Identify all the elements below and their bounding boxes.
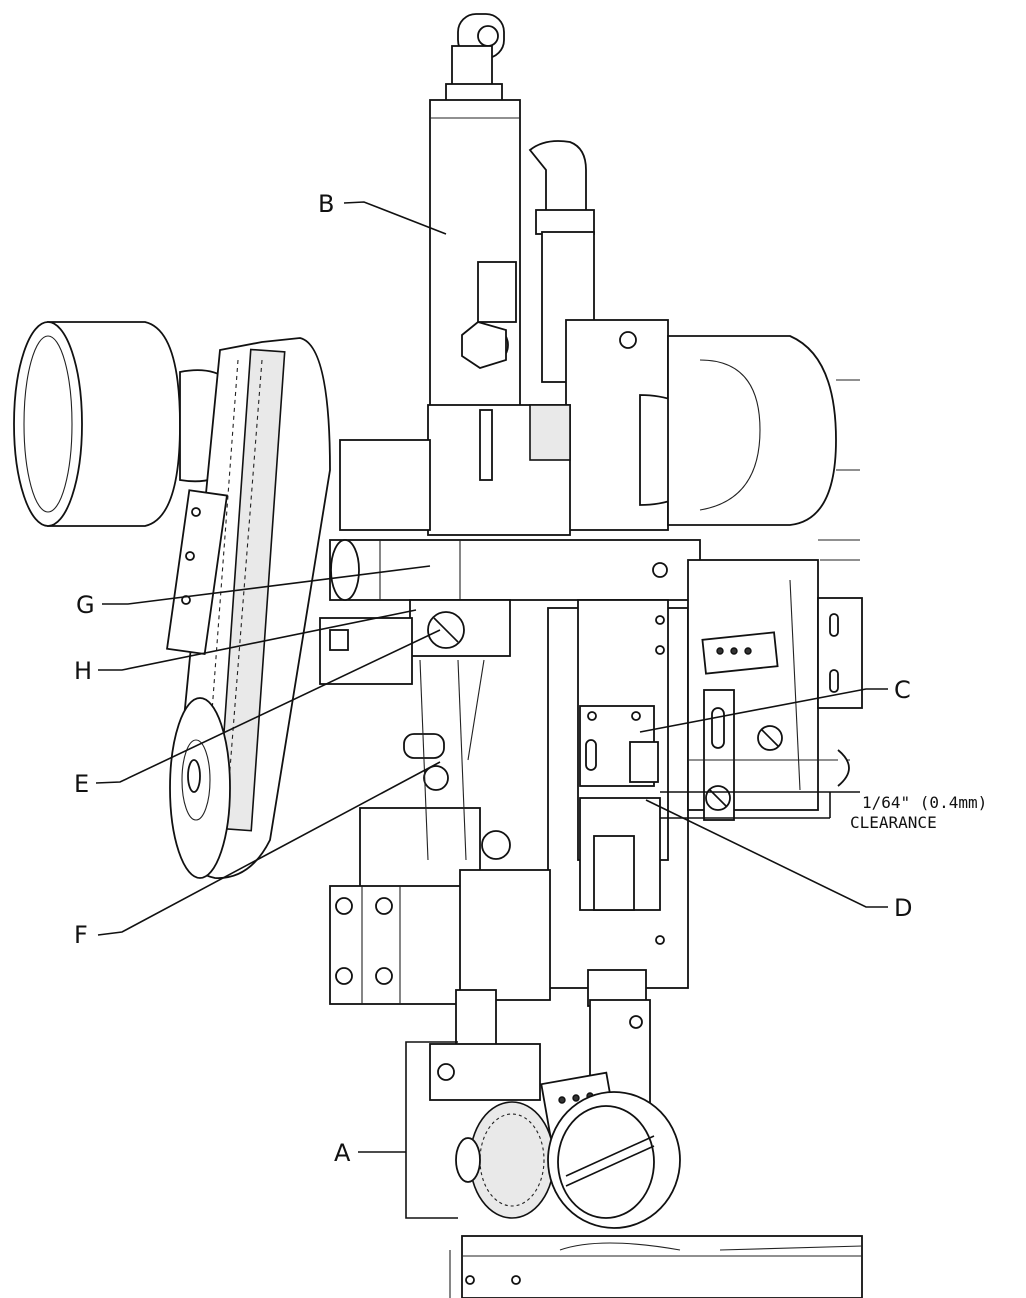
clearance-note-line2: CLEARANCE <box>850 813 937 832</box>
label-h: H <box>74 657 92 685</box>
clearance-note-line1: 1/64" (0.4mm) <box>862 793 987 812</box>
upper-block <box>565 319 860 531</box>
label-d: D <box>894 894 912 922</box>
label-b: B <box>318 190 334 218</box>
label-a: A <box>334 1139 351 1167</box>
cylinder-b <box>429 99 521 411</box>
label-g: G <box>76 591 95 619</box>
gear-and-cam <box>455 1091 681 1229</box>
leader-d <box>645 799 888 908</box>
lower-bracket <box>329 807 551 1005</box>
leader-f <box>97 761 441 936</box>
link-arm <box>403 659 485 861</box>
horizontal-shaft <box>329 539 701 601</box>
top-roller <box>445 13 505 107</box>
leader-h <box>98 609 417 671</box>
central-housing <box>339 404 571 536</box>
leader-e <box>95 629 441 784</box>
vertical-plate <box>547 599 689 989</box>
leader-c <box>639 688 888 733</box>
base-plate <box>449 1235 863 1298</box>
label-c: C <box>894 676 911 704</box>
leader-g <box>102 565 431 605</box>
belt-drive <box>166 337 331 879</box>
label-e: E <box>74 770 89 798</box>
bracket-a <box>358 1041 458 1219</box>
clamp-block <box>319 599 511 685</box>
leader-b <box>343 201 447 235</box>
label-f: F <box>74 921 88 949</box>
right-mechanism <box>687 539 863 821</box>
clearance-dimension <box>660 791 860 819</box>
